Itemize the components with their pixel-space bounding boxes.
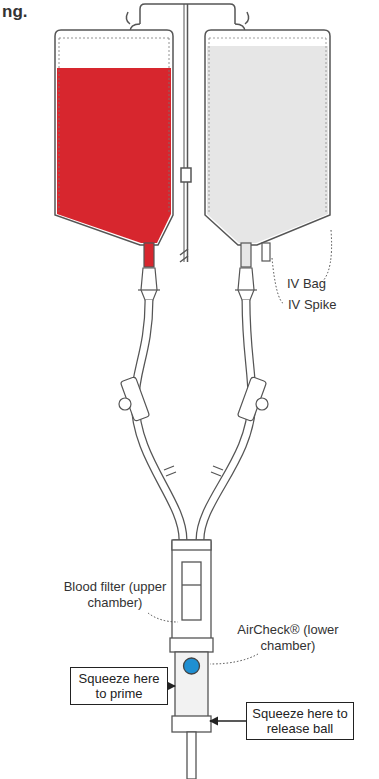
saline-bag bbox=[205, 30, 330, 267]
part-label: AirCheck® (lower chamber) bbox=[236, 622, 340, 654]
iv-tubing bbox=[135, 300, 252, 540]
roller-clamp bbox=[119, 377, 268, 422]
instruction-text: Squeeze here to prime bbox=[76, 671, 162, 701]
instruction-box: Squeeze here to release ball bbox=[246, 702, 354, 740]
aircheck-chamber bbox=[172, 652, 211, 779]
part-label: IV Spike bbox=[288, 297, 368, 313]
part-label: IV Bag bbox=[287, 276, 367, 292]
instruction-text: Squeeze here to release ball bbox=[252, 706, 348, 736]
page-heading: ng. bbox=[2, 2, 62, 22]
part-label: Blood filter (upper chamber) bbox=[62, 579, 168, 611]
blood-bag bbox=[55, 30, 173, 267]
blood-filter bbox=[170, 540, 213, 652]
pointer-arrow bbox=[210, 720, 246, 721]
leader-line bbox=[148, 230, 332, 664]
iv-spike bbox=[138, 268, 257, 300]
instruction-box: Squeeze here to prime bbox=[70, 667, 168, 705]
pointer-arrow bbox=[168, 685, 175, 686]
